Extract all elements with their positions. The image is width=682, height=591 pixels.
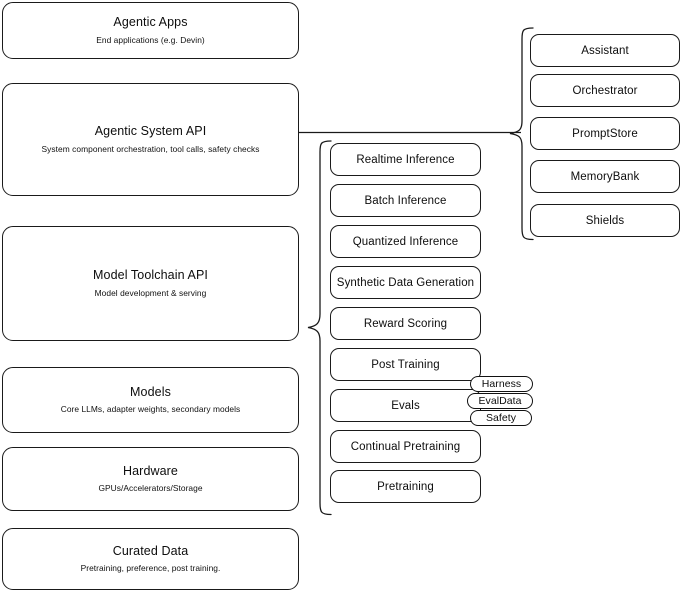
toolchain-chip-pretraining[interactable]: Pretraining — [330, 470, 481, 503]
chip-label: Continual Pretraining — [350, 440, 461, 453]
eval-badge-evaldata[interactable]: EvalData — [467, 393, 533, 409]
layer-box-models[interactable]: Models Core LLMs, adapter weights, secon… — [2, 367, 299, 433]
system-chip-promptstore[interactable]: PromptStore — [530, 117, 680, 150]
chip-label: Reward Scoring — [363, 317, 448, 330]
chip-label: Evals — [391, 399, 420, 412]
chip-label: Shields — [585, 214, 625, 227]
toolchain-chip-post-training[interactable]: Post Training — [330, 348, 481, 381]
layer-subtitle: System component orchestration, tool cal… — [41, 143, 260, 154]
chip-label: Batch Inference — [364, 194, 447, 207]
toolchain-chip-reward-scoring[interactable]: Reward Scoring — [330, 307, 481, 340]
chip-label: Orchestrator — [572, 84, 638, 97]
layer-subtitle: Pretraining, preference, post training. — [80, 563, 221, 574]
chip-label: MemoryBank — [570, 170, 640, 183]
layer-subtitle: Model development & serving — [94, 287, 207, 298]
toolchain-chip-batch-inference[interactable]: Batch Inference — [330, 184, 481, 217]
badge-label: Safety — [485, 412, 517, 424]
chip-label: Post Training — [371, 358, 440, 371]
system-chip-shields[interactable]: Shields — [530, 204, 680, 237]
chip-label: Pretraining — [377, 480, 434, 493]
layer-title: Agentic System API — [94, 124, 207, 139]
toolchain-chip-evals[interactable]: Evals — [330, 389, 481, 422]
layer-subtitle: GPUs/Accelerators/Storage — [98, 483, 203, 494]
connector-line-system-api — [299, 131, 521, 134]
system-chip-orchestrator[interactable]: Orchestrator — [530, 74, 680, 107]
system-chip-memorybank[interactable]: MemoryBank — [530, 160, 680, 193]
eval-badge-harness[interactable]: Harness — [470, 376, 533, 392]
brace-toolchain-components — [307, 140, 332, 516]
toolchain-chip-synthetic-data-generation[interactable]: Synthetic Data Generation — [330, 266, 481, 299]
chip-label: Synthetic Data Generation — [336, 276, 475, 289]
toolchain-chip-realtime-inference[interactable]: Realtime Inference — [330, 143, 481, 176]
layer-box-agentic-system-api[interactable]: Agentic System API System component orch… — [2, 83, 299, 196]
layer-title: Model Toolchain API — [93, 268, 208, 283]
chip-label: PromptStore — [572, 127, 638, 140]
toolchain-chip-quantized-inference[interactable]: Quantized Inference — [330, 225, 481, 258]
toolchain-chip-continual-pretraining[interactable]: Continual Pretraining — [330, 430, 481, 463]
system-chip-assistant[interactable]: Assistant — [530, 34, 680, 67]
layer-title: Agentic Apps — [113, 15, 188, 30]
brace-system-components — [509, 27, 534, 241]
layer-box-model-toolchain-api[interactable]: Model Toolchain API Model development & … — [2, 226, 299, 341]
chip-label: Quantized Inference — [352, 235, 459, 248]
layer-title: Models — [130, 384, 171, 399]
chip-label: Realtime Inference — [356, 153, 455, 166]
layer-box-agentic-apps[interactable]: Agentic Apps End applications (e.g. Devi… — [2, 2, 299, 59]
layer-title: Curated Data — [112, 543, 189, 558]
badge-label: Harness — [481, 378, 522, 390]
eval-badge-safety[interactable]: Safety — [470, 410, 532, 426]
layer-subtitle: Core LLMs, adapter weights, secondary mo… — [60, 404, 241, 415]
badge-label: EvalData — [478, 395, 522, 407]
layer-box-curated-data[interactable]: Curated Data Pretraining, preference, po… — [2, 528, 299, 590]
layer-title: Hardware — [123, 463, 178, 478]
chip-label: Assistant — [581, 44, 629, 57]
layer-box-hardware[interactable]: Hardware GPUs/Accelerators/Storage — [2, 447, 299, 511]
layer-subtitle: End applications (e.g. Devin) — [96, 34, 205, 45]
